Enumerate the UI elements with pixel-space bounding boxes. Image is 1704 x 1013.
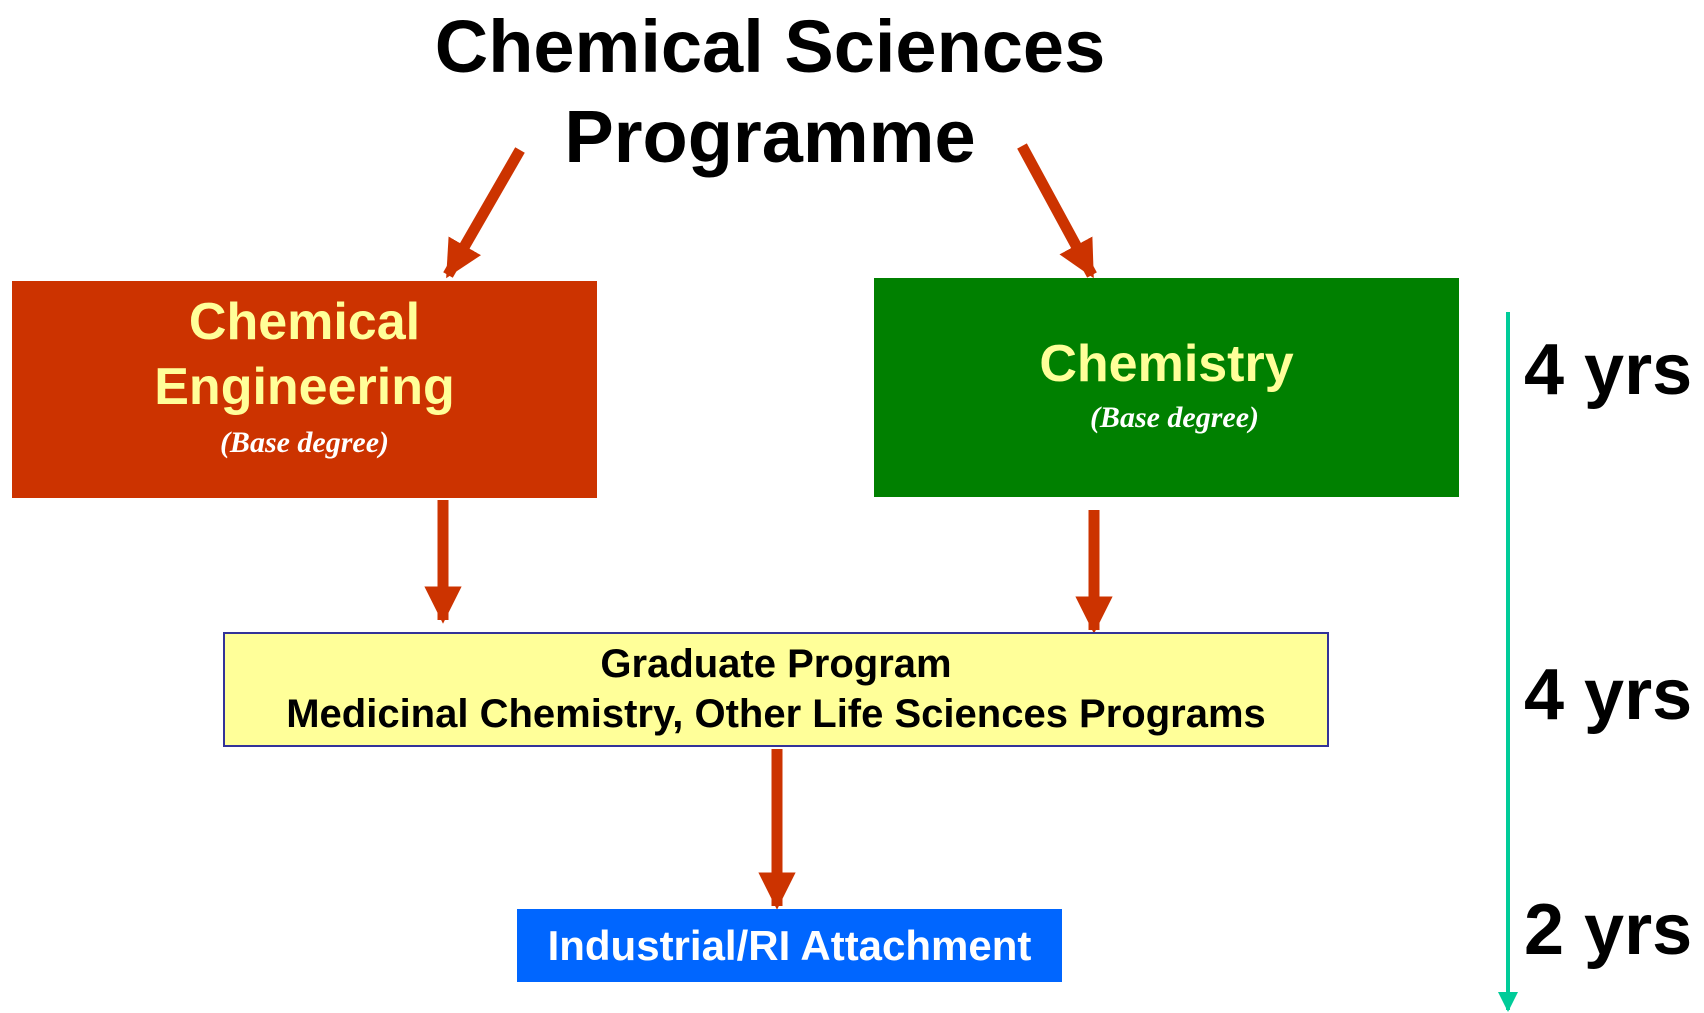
title-line-1: Chemical Sciences <box>434 5 1106 88</box>
duration-label-attachment: 2 yrs <box>1524 890 1693 970</box>
graduate-program-box: Graduate Program Medicinal Chemistry, Ot… <box>223 632 1329 747</box>
industrial-attachment-box: Industrial/RI Attachment <box>517 909 1062 982</box>
arrow-title-to-chemical-engineering <box>443 147 525 279</box>
title-line-2: Programme <box>564 95 976 178</box>
chemistry-box: Chemistry (Base degree) <box>874 278 1459 497</box>
chemistry-subtitle: (Base degree) <box>1089 401 1260 434</box>
chemical-engineering-label: Chemical Engineering <box>12 281 597 420</box>
graduate-program-line-2: Medicinal Chemistry, Other Life Sciences… <box>286 692 1266 736</box>
duration-label-graduate: 4 yrs <box>1524 655 1693 735</box>
chemistry-label: Chemistry <box>1039 335 1294 393</box>
chemical-engineering-line-2: Engineering <box>154 358 455 416</box>
page-title: Chemical Sciences Programme <box>360 2 1180 182</box>
chemical-engineering-box: Chemical Engineering (Base degree) <box>12 281 597 498</box>
graduate-program-line-1: Graduate Program <box>600 642 952 686</box>
duration-label-base-degree: 4 yrs <box>1524 330 1693 410</box>
chemical-engineering-line-1: Chemical <box>188 293 421 351</box>
industrial-attachment-label: Industrial/RI Attachment <box>547 922 1032 969</box>
arrow-title-to-chemistry <box>1017 143 1097 279</box>
chemical-engineering-subtitle: (Base degree) <box>219 426 390 459</box>
